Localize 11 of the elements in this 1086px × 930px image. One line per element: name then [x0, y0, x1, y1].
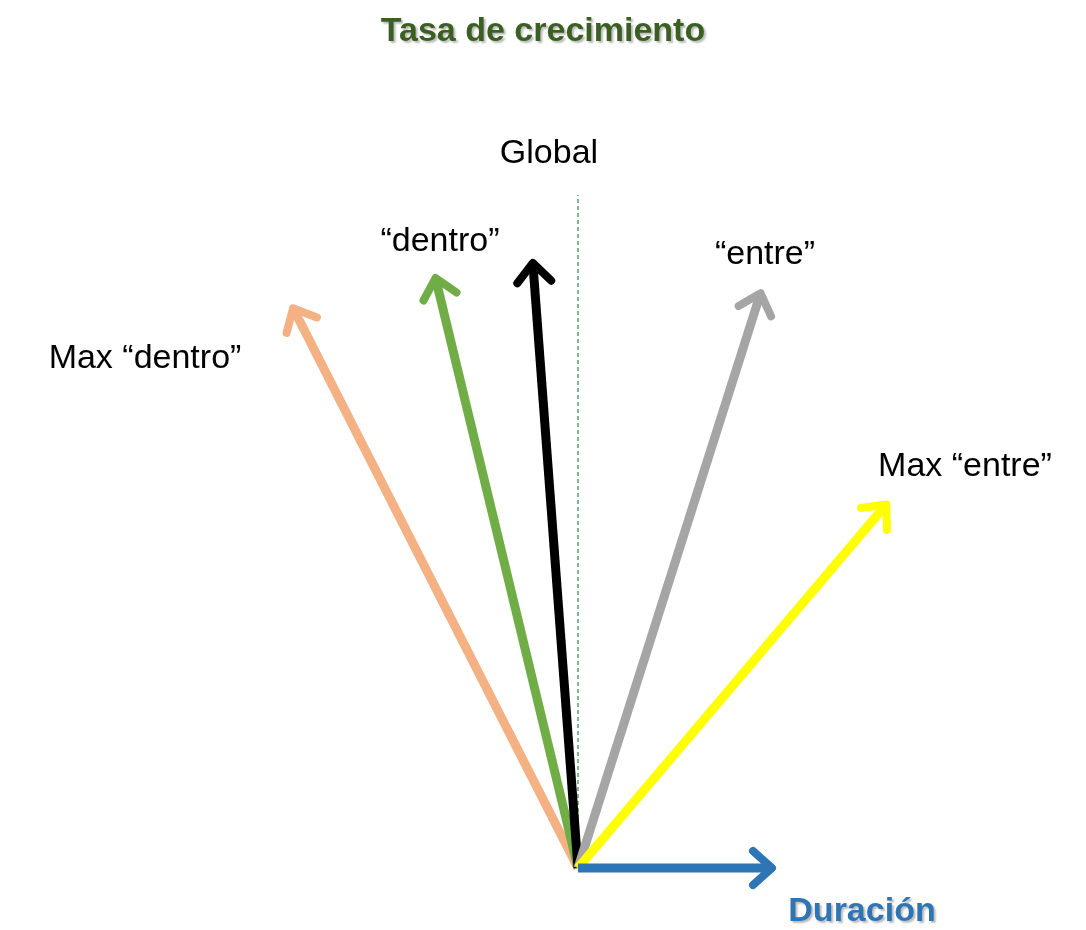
vector-label: Global [499, 133, 599, 171]
vector-label: “dentro” [380, 221, 500, 259]
axis-label: Duración [788, 891, 936, 929]
vector-label: Max “entre” [878, 446, 1052, 484]
vector-arrow [573, 289, 776, 870]
vector-arrow [578, 847, 776, 889]
vector-arrow [574, 500, 891, 871]
vector-label: “entre” [714, 234, 816, 272]
vector-arrow [513, 259, 583, 869]
vector-label: Max “dentro” [48, 338, 242, 376]
title: Tasa de crecimiento [380, 11, 706, 49]
